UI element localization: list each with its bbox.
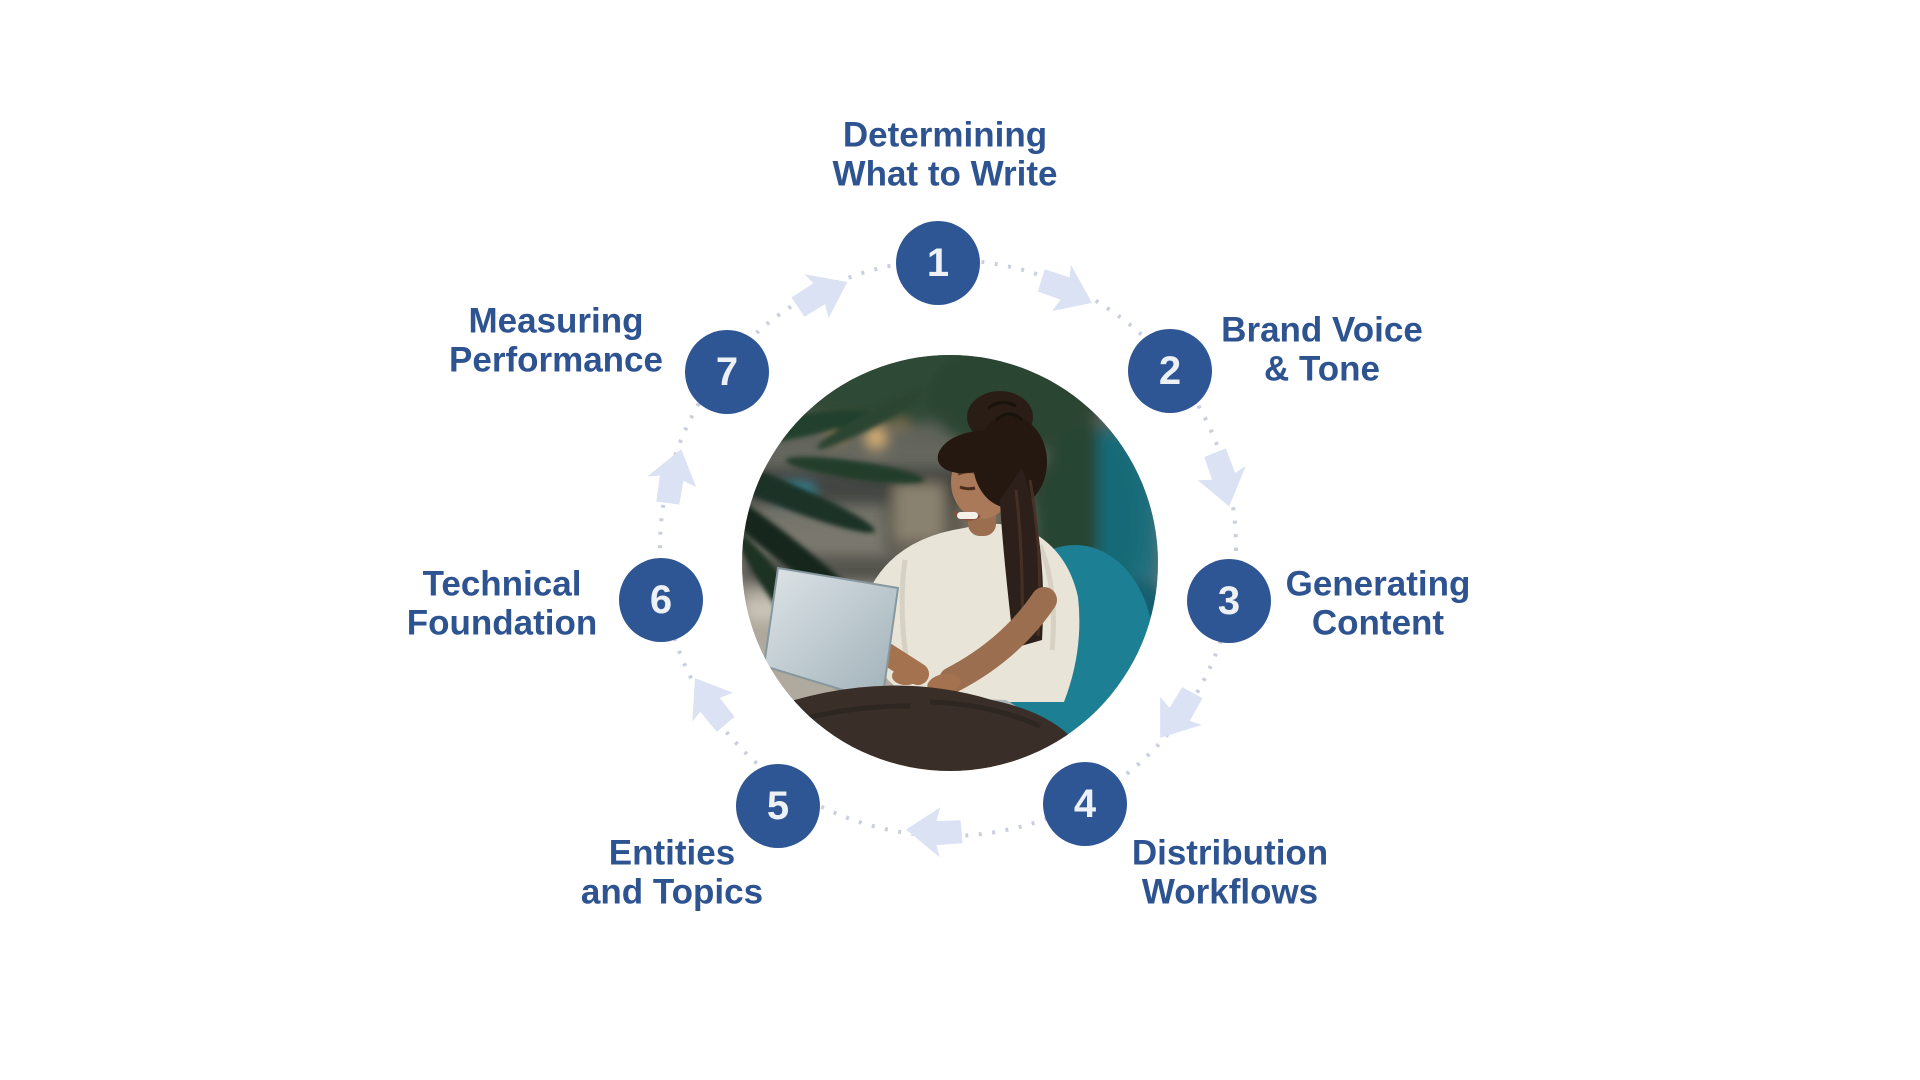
arrow-step5-to-step6 xyxy=(673,665,747,741)
step-3-number: 3 xyxy=(1217,578,1241,623)
step-5-number: 5 xyxy=(766,783,790,828)
step-6-label: Technical Foundation xyxy=(406,564,598,642)
step-7-number: 7 xyxy=(715,349,739,394)
step-5-badge: 5 xyxy=(736,764,820,848)
step-7-label: Measuring Performance xyxy=(449,301,663,379)
arrow-step3-to-step4 xyxy=(1140,677,1215,754)
step-2-label: Brand Voice & Tone xyxy=(1221,310,1423,388)
step-3-badge: 3 xyxy=(1187,559,1271,643)
step-4-label: Distribution Workflows xyxy=(1131,833,1329,911)
step-2-badge: 2 xyxy=(1128,329,1212,413)
step-2-number: 2 xyxy=(1158,348,1182,393)
step-3-label: Generating Content xyxy=(1285,564,1471,642)
arrow-step1-to-step2 xyxy=(1030,255,1103,325)
step-6-badge: 6 xyxy=(619,558,703,642)
step-5-label: Entities and Topics xyxy=(580,833,764,911)
step-1-badge: 1 xyxy=(896,221,980,305)
step-1-number: 1 xyxy=(926,240,950,285)
arrow-step7-to-step1 xyxy=(784,258,859,329)
step-4-number: 4 xyxy=(1073,781,1097,826)
hairline xyxy=(937,430,1007,474)
teeth xyxy=(957,512,978,519)
right-arm xyxy=(939,587,1057,693)
step-7-badge: 7 xyxy=(685,330,769,414)
closed-eye xyxy=(959,485,976,491)
step-6-number: 6 xyxy=(649,577,673,622)
arrow-step6-to-step7 xyxy=(641,442,705,511)
step-1-label: Determining What to Write xyxy=(832,115,1058,193)
dotted-ring xyxy=(658,258,1238,838)
left-hand xyxy=(892,667,920,685)
arrow-step4-to-step5 xyxy=(904,805,965,859)
step-4-badge: 4 xyxy=(1043,762,1127,846)
center-photo xyxy=(742,355,1158,771)
woman-figure xyxy=(742,391,1153,771)
arrow-step2-to-step3 xyxy=(1191,444,1255,513)
